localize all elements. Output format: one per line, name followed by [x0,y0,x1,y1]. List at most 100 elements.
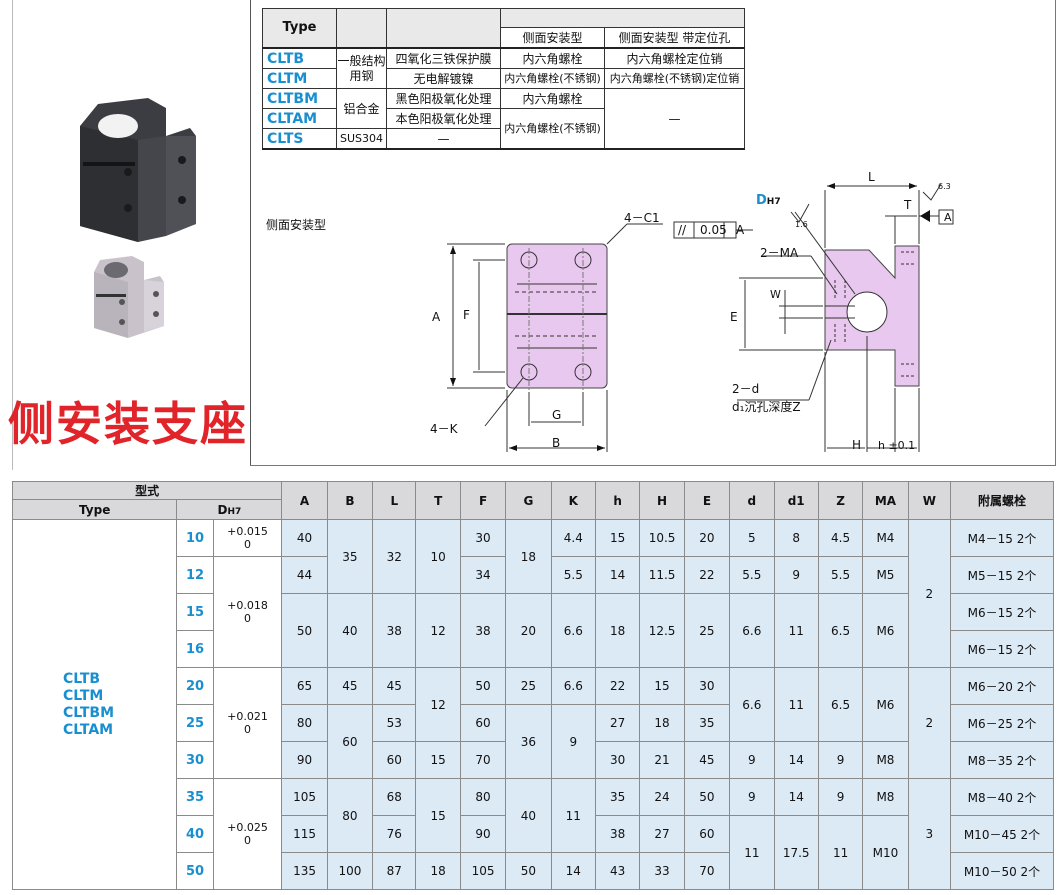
spec-size: 10 [176,519,214,557]
spec-cell: 8 [773,519,819,557]
spec-cell: 27 [639,815,685,853]
spec-cell: 15 [594,519,641,557]
spec-cell: 68 [372,778,417,816]
spec-size: 16 [176,630,214,668]
label-parallel-datum: A [736,223,745,237]
spec-cell: 17.5 [773,815,819,890]
spec-cell: M6－25 2个 [950,704,1054,742]
spec-cell: 105 [459,852,507,890]
spec-cell: 6.6 [550,593,597,668]
spec-col-F: F [459,481,507,520]
spec-cell: M4 [862,519,909,557]
spec-cell: 9 [817,741,864,779]
mat-header-side-pin: 侧面安装型 带定位孔 [604,27,745,49]
spec-cell: 2 [907,667,952,779]
label-rough-63: 6.3 [938,182,951,191]
spec-cell: 5 [729,519,775,557]
mat-side: 内六角螺栓(不锈钢) [500,68,605,89]
spec-cell: 11.5 [639,556,685,594]
mat-surface: 本色阳极氧化处理 [386,108,501,129]
spec-cell: 80 [326,778,374,853]
spec-col-A: A [281,481,328,520]
mat-side: 内六角螺栓 [500,47,605,69]
spec-cell: 6.5 [817,593,864,668]
mat-code: CLTBM [262,88,337,109]
spec-cell: 9 [729,778,775,816]
material-table: Type 侧面安装型 侧面安装型 带定位孔 CLTB 一般结构用钢 四氧化三铁保… [262,8,745,150]
frame-bottom-line [250,465,1056,466]
spec-col-W: W [907,481,952,520]
spec-cell: M4－15 2个 [950,519,1054,557]
spec-cell: 18 [415,852,461,890]
spec-cell: 12 [415,667,461,742]
spec-cell: 33 [639,852,685,890]
spec-cell: 35 [326,519,374,594]
spec-col-bolt: 附属螺栓 [950,481,1054,520]
label-h-big: H [852,438,862,452]
label-e: E [730,310,738,324]
spec-cell: 60 [326,704,374,779]
spec-cell: M6－15 2个 [950,630,1054,668]
spec-cell: 25 [505,667,552,705]
spec-col-L: L [372,481,417,520]
mat-surface: 无电解镀镍 [386,68,501,89]
label-ma: 2－MA [760,246,799,260]
technical-drawing [447,183,954,452]
label-parallel: // [678,223,687,237]
spec-cell: M6 [862,667,909,742]
label-d1: d₁沉孔深度Z [732,400,801,414]
label-g: G [552,408,562,422]
spec-cell: 50 [459,667,507,705]
spec-cell: 14 [594,556,641,594]
spec-cell: 11 [773,593,819,668]
spec-cell: 40 [326,593,374,668]
spec-cell: 40 [505,778,552,853]
spec-cell: 15 [415,741,461,779]
spec-cell: 11 [550,778,597,853]
spec-cell: 60 [372,741,417,779]
spec-cell: 5.5 [550,556,597,594]
spec-cell: 15 [639,667,685,705]
spec-size: 12 [176,556,214,594]
spec-cell: 38 [594,815,641,853]
spec-cell: 105 [281,778,328,816]
spec-cell: 35 [594,778,641,816]
spec-col-G: G [505,481,552,520]
spec-cell: 70 [459,741,507,779]
spec-cell: 5.5 [729,556,775,594]
spec-cell: 87 [372,852,417,890]
spec-cell: M8 [862,778,909,816]
spec-cell: 30 [459,519,507,557]
spec-cell: 14 [773,741,819,779]
spec-cell: 9 [773,556,819,594]
spec-cell: M10－45 2个 [950,815,1054,853]
spec-cell: M8－40 2个 [950,778,1054,816]
spec-cell: 65 [281,667,328,705]
spec-cell: 43 [594,852,641,890]
drawing-caption: 侧面安装型 [266,218,327,232]
spec-cell: 20 [683,519,731,557]
spec-cell: 115 [281,815,328,853]
spec-size: 15 [176,593,214,631]
spec-cell: 22 [594,667,641,705]
product-photo-black [80,98,196,242]
spec-cell: 60 [459,704,507,742]
label-c1: 4－C1 [624,211,660,225]
mat-header-surface [386,8,501,49]
spec-cell: 60 [683,815,731,853]
spec-cell: 14 [773,778,819,816]
mat-surface: — [386,128,501,150]
label-dh7: DH7 [756,193,781,208]
spec-cell: 50 [281,593,328,668]
spec-cell: 30 [594,741,641,779]
spec-cell: 11 [817,815,864,890]
label-w: W [770,288,781,301]
spec-cell: 14 [550,852,597,890]
mat-side: 内六角螺栓(不锈钢) [500,108,605,150]
mat-material: 铝合金 [336,88,387,129]
spec-cell: M10 [862,815,909,890]
spec-col-H: H [639,481,685,520]
spec-header-type: Type [11,499,178,520]
spec-cell: 12.5 [639,593,685,668]
spec-cell: 22 [683,556,731,594]
